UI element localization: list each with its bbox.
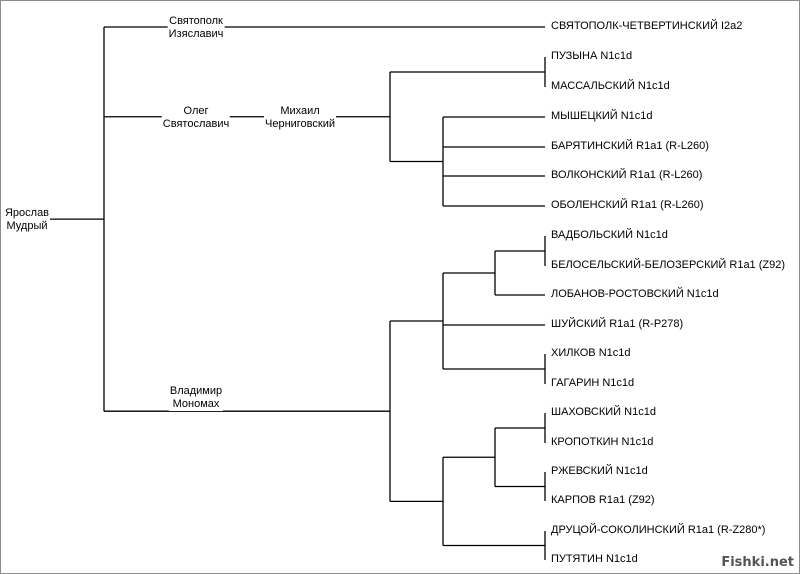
leaf-label-l14: КРОПОТКИН N1c1d	[551, 436, 654, 448]
watermark: Fishki.net	[721, 555, 794, 570]
leaf-label-l8: БЕЛОСЕЛЬСКИЙ-БЕЛОЗЕРСКИЙ R1a1 (Z92)	[551, 259, 786, 271]
leaf-label-l13: ШАХОВСКИЙ N1c1d	[551, 406, 656, 418]
leaf-label-l5: ВОЛКОНСКИЙ R1a1 (R-L260)	[551, 169, 703, 181]
node-label-line: Владимир	[169, 385, 223, 397]
node-label-line: Ярослав	[4, 207, 50, 219]
leaf-label-l16: КАРПОВ R1a1 (Z92)	[551, 494, 655, 506]
leaf-label-l7: ВАДБОЛЬСКИЙ N1c1d	[551, 229, 668, 241]
node-label-line: Олег	[183, 105, 209, 117]
node-label-line: Изяславич	[168, 28, 224, 40]
node-label-line: Святославич	[162, 118, 230, 130]
node-label-line: Мудрый	[6, 220, 48, 232]
leaf-label-l6: ОБОЛЕНСКИЙ R1a1 (R-L260)	[551, 199, 704, 211]
leaf-label-l12: ГАГАРИН N1c1d	[551, 377, 635, 389]
leaf-label-l18: ПУТЯТИН N1c1d	[551, 553, 638, 565]
node-label-line: Черниговский	[265, 118, 335, 130]
node-label-line: Михаил	[280, 105, 320, 117]
leaf-label-l2: МАССАЛЬСКИЙ N1c1d	[551, 80, 670, 92]
leaf-label-l9: ЛОБАНОВ-РОСТОВСКИЙ N1c1d	[551, 288, 719, 300]
leaf-label-l15: РЖЕВСКИЙ N1c1d	[551, 465, 648, 477]
leaf-label-l0: СВЯТОПОЛК-ЧЕТВЕРТИНСКИЙ I2a2	[551, 20, 743, 32]
node-label-line: Святополк	[169, 15, 223, 27]
leaf-label-l3: МЫШЕЦКИЙ N1c1d	[551, 110, 653, 122]
leaf-label-l4: БАРЯТИНСКИЙ R1a1 (R-L260)	[551, 140, 709, 152]
leaf-label-l11: ХИЛКОВ N1c1d	[551, 347, 631, 359]
leaf-label-l1: ПУЗЫНА N1c1d	[551, 50, 633, 62]
node-label-line: Мономах	[172, 398, 220, 410]
leaf-label-l17: ДРУЦОЙ-СОКОЛИНСКИЙ R1a1 (R-Z280*)	[551, 524, 766, 536]
leaf-label-l10: ШУЙСКИЙ R1a1 (R-P278)	[551, 318, 684, 330]
